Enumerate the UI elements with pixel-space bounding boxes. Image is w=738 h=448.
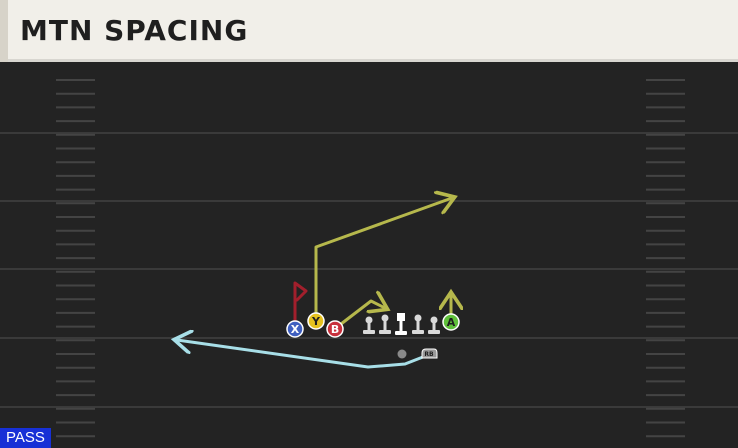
play-field: X Y B A RB [0, 79, 738, 438]
center [395, 313, 407, 335]
player-x[interactable]: X [286, 320, 304, 338]
player-a[interactable]: A [442, 313, 460, 331]
routes [177, 198, 452, 369]
route-rb [177, 340, 430, 369]
hash-marks-right [646, 79, 685, 438]
lineman [428, 316, 440, 334]
lineman [379, 314, 391, 334]
hash-marks-left [56, 79, 95, 438]
route-b [339, 301, 385, 326]
lineman [412, 314, 424, 334]
quarterback-marker [397, 349, 407, 359]
player-x-label: X [291, 323, 300, 336]
title-bar: MTN SPACING [0, 0, 738, 62]
yard-lines [0, 132, 738, 408]
title-accent [0, 0, 8, 62]
play-title: MTN SPACING [20, 14, 249, 47]
player-a-label: A [447, 316, 456, 329]
player-b[interactable]: B [326, 320, 344, 338]
route-x [293, 281, 308, 325]
player-b-label: B [331, 323, 339, 336]
play-type-badge: PASS [0, 428, 51, 448]
player-y-label: Y [311, 315, 321, 328]
player-rb-label: RB [424, 351, 434, 358]
player-rb[interactable]: RB [421, 348, 438, 359]
lineman [363, 316, 375, 334]
offensive-line [363, 313, 440, 335]
player-y[interactable]: Y [307, 312, 325, 330]
route-y [314, 198, 452, 318]
